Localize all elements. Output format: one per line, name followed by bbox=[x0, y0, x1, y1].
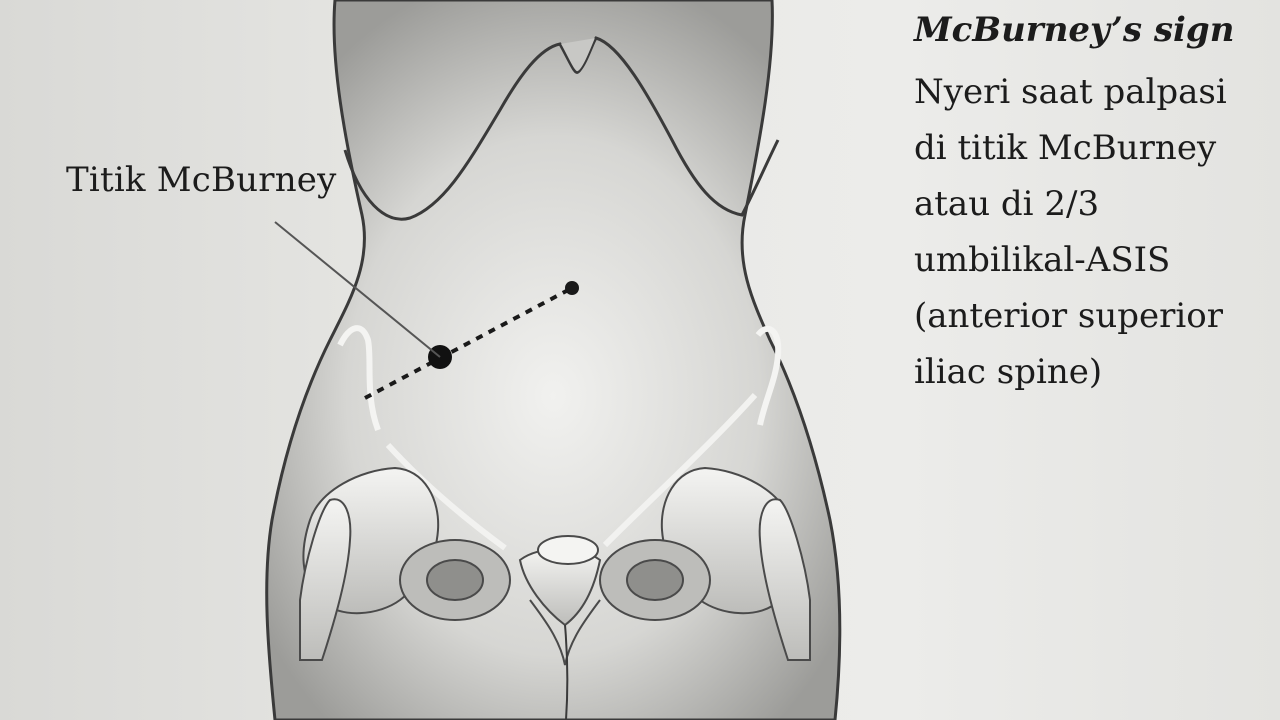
sign-description-line: umbilikal-ASIS bbox=[914, 240, 1171, 280]
sternum-notch bbox=[559, 37, 597, 74]
mcburney-point-label: Titik McBurney bbox=[66, 160, 337, 200]
right-iliac-crest bbox=[337, 325, 381, 432]
leg-divider bbox=[564, 624, 569, 720]
femur-heads bbox=[299, 498, 811, 661]
sign-description-line: Nyeri saat palpasi bbox=[914, 72, 1227, 112]
umbilicus-asis-line bbox=[364, 286, 573, 400]
sign-title: McBurney’s sign bbox=[914, 10, 1235, 50]
sign-description-line: di titik McBurney bbox=[914, 128, 1217, 168]
sign-description-line: (anterior superior bbox=[914, 296, 1223, 336]
left-iliac-crest bbox=[755, 326, 782, 426]
sign-description-line: iliac spine) bbox=[914, 352, 1103, 392]
right-inguinal-line bbox=[602, 392, 758, 548]
sign-description-line: atau di 2/3 bbox=[914, 184, 1100, 224]
label-leader-line bbox=[274, 221, 441, 358]
umbilicus-point bbox=[565, 281, 579, 295]
left-inguinal-line bbox=[385, 442, 507, 551]
sign-description: Nyeri saat palpasi di titik McBurney ata… bbox=[914, 64, 1227, 400]
